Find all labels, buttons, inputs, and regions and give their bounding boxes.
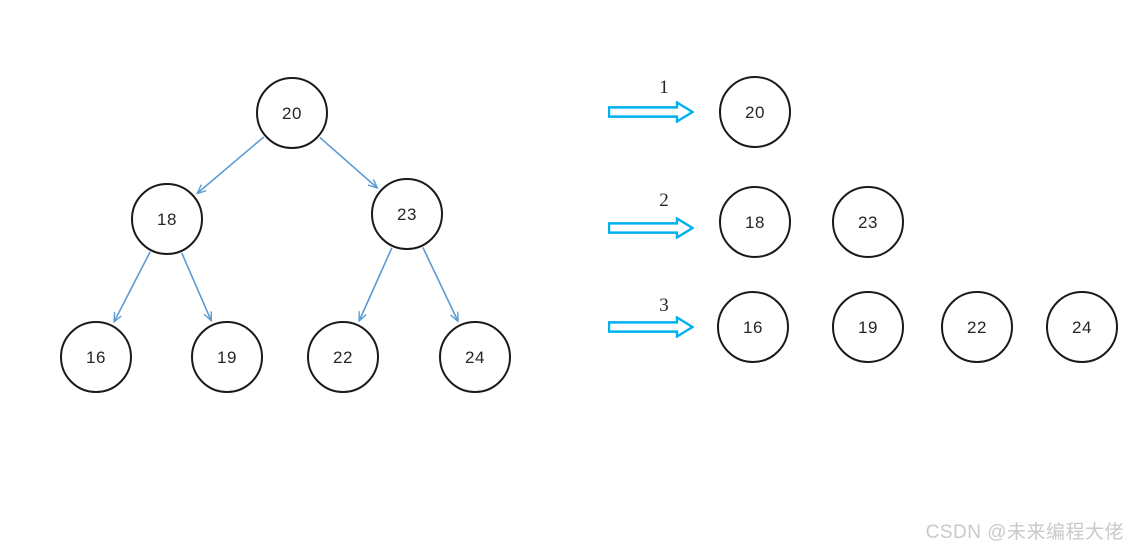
tree-edge-20-to-18 bbox=[198, 136, 265, 193]
node-value: 19 bbox=[217, 347, 237, 367]
node-value: 20 bbox=[745, 102, 765, 122]
tree-node-16: 16 bbox=[60, 321, 132, 393]
step-number-3: 3 bbox=[659, 295, 669, 316]
step-block-arrow-2 bbox=[608, 217, 694, 239]
tree-edge-20-to-23 bbox=[319, 136, 377, 187]
tree-node-24: 24 bbox=[439, 321, 511, 393]
node-value: 24 bbox=[1072, 317, 1092, 337]
level-3-node-24: 24 bbox=[1046, 291, 1118, 363]
node-value: 22 bbox=[333, 347, 353, 367]
tree-node-23: 23 bbox=[371, 178, 443, 250]
tree-node-22: 22 bbox=[307, 321, 379, 393]
block-arrow-shape bbox=[608, 101, 694, 123]
node-value: 16 bbox=[86, 347, 106, 367]
node-value: 20 bbox=[282, 103, 302, 123]
level-3-node-22: 22 bbox=[941, 291, 1013, 363]
node-value: 22 bbox=[967, 317, 987, 337]
tree-edge-23-to-22 bbox=[359, 247, 393, 321]
tree-node-20: 20 bbox=[256, 77, 328, 149]
tree-edge-18-to-16 bbox=[114, 251, 151, 322]
tree-node-18: 18 bbox=[131, 183, 203, 255]
level-1-node-20: 20 bbox=[719, 76, 791, 148]
node-value: 23 bbox=[397, 204, 417, 224]
tree-edge-23-to-24 bbox=[422, 247, 458, 320]
node-value: 19 bbox=[858, 317, 878, 337]
level-2-node-23: 23 bbox=[832, 186, 904, 258]
level-3-node-19: 19 bbox=[832, 291, 904, 363]
node-value: 16 bbox=[743, 317, 763, 337]
node-value: 23 bbox=[858, 212, 878, 232]
node-value: 24 bbox=[465, 347, 485, 367]
step-number-1: 1 bbox=[659, 77, 669, 98]
level-2-node-18: 18 bbox=[719, 186, 791, 258]
step-block-arrow-3 bbox=[608, 316, 694, 338]
tree-node-19: 19 bbox=[191, 321, 263, 393]
csdn-watermark: CSDN @未来编程大佬 bbox=[925, 522, 1124, 543]
tree-edge-18-to-19 bbox=[181, 252, 211, 320]
node-value: 18 bbox=[745, 212, 765, 232]
step-block-arrow-1 bbox=[608, 101, 694, 123]
block-arrow-shape bbox=[608, 316, 694, 338]
node-value: 18 bbox=[157, 209, 177, 229]
level-3-node-16: 16 bbox=[717, 291, 789, 363]
step-number-2: 2 bbox=[659, 190, 669, 211]
block-arrow-shape bbox=[608, 217, 694, 239]
